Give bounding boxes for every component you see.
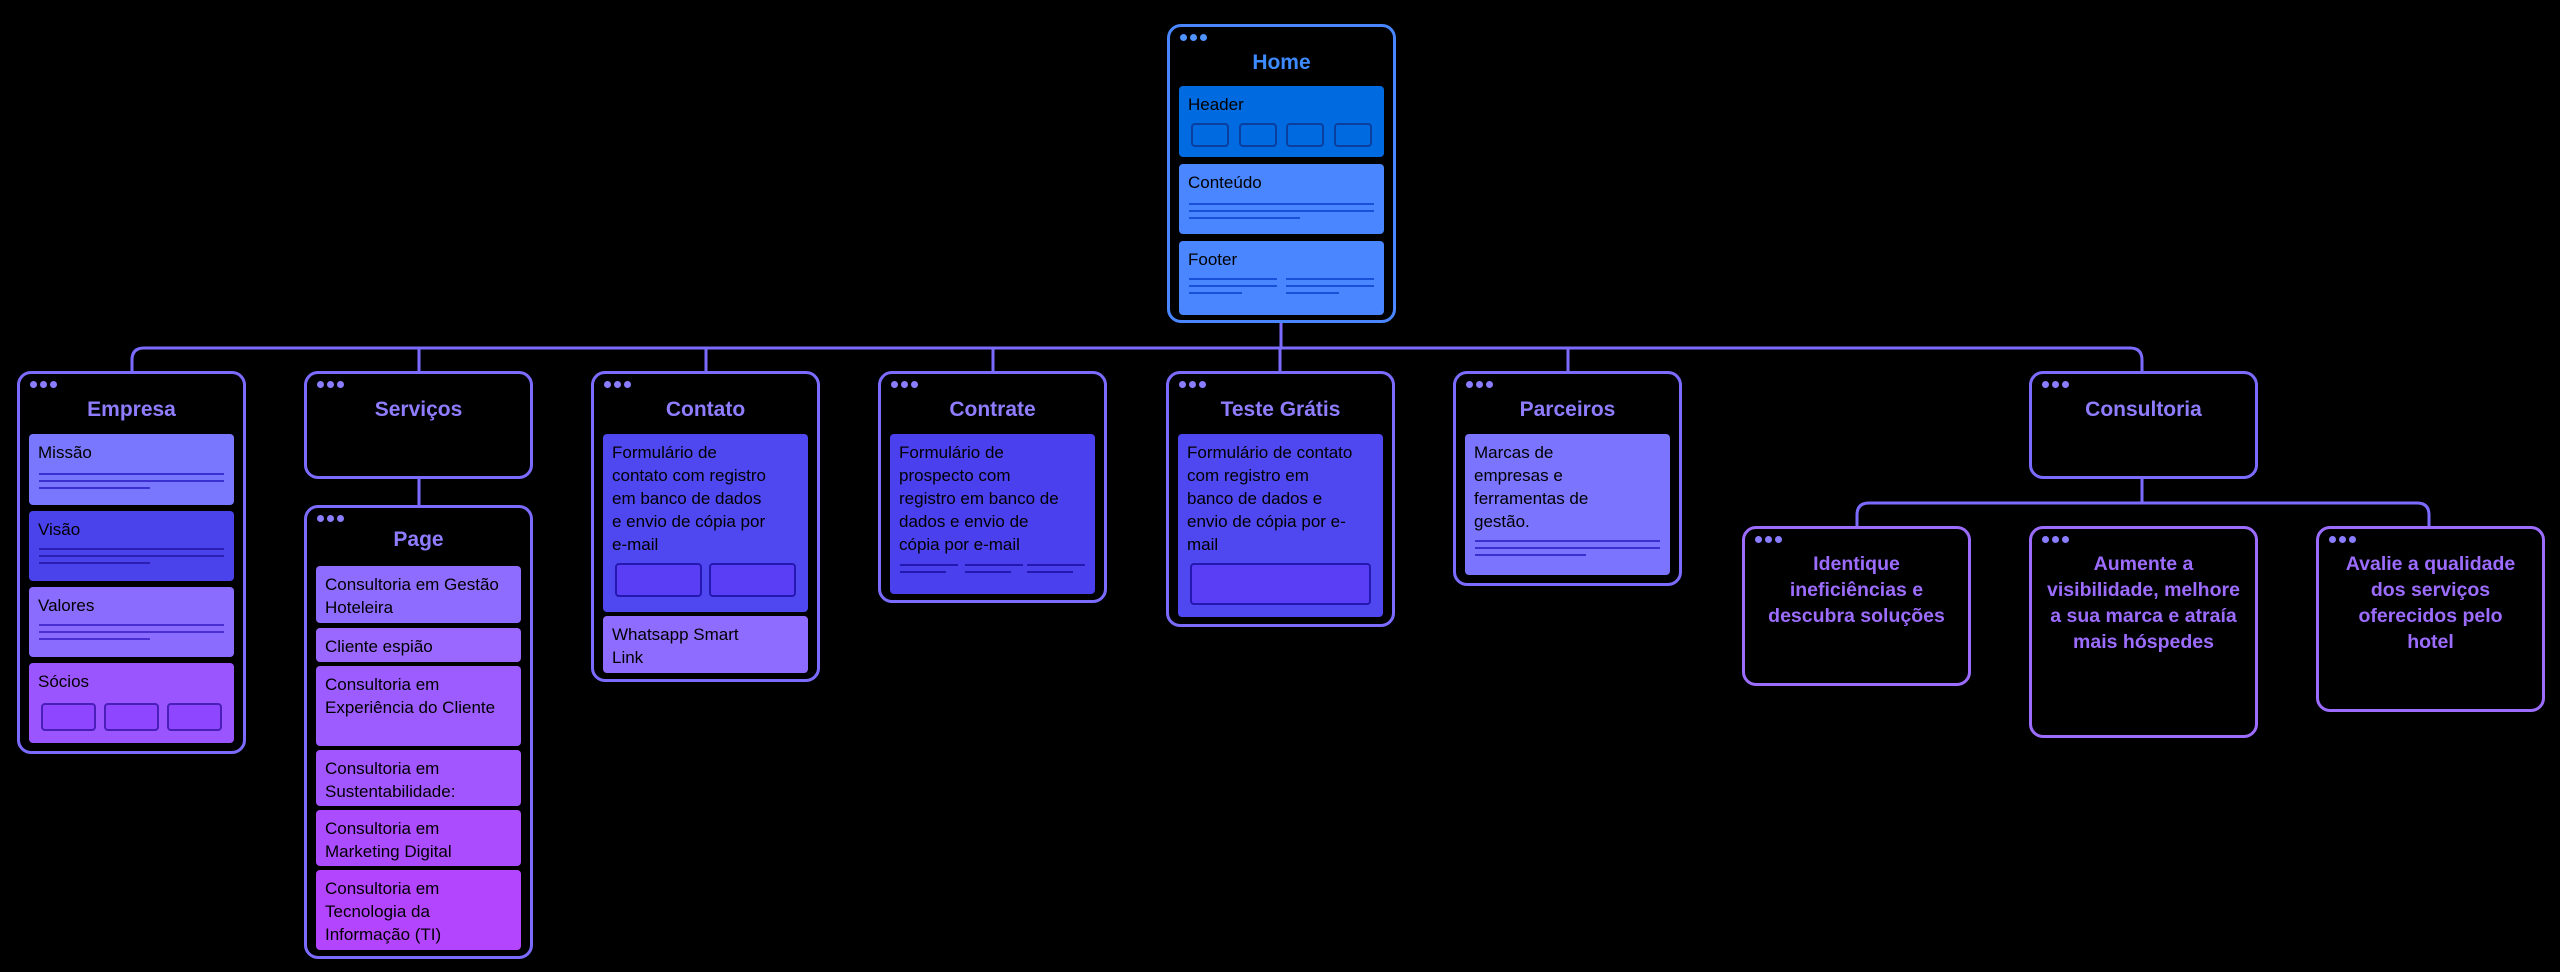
home-footer-section: Footer bbox=[1179, 241, 1384, 315]
page-title: Page bbox=[393, 528, 444, 551]
contato-title: Contato bbox=[665, 398, 746, 421]
teste-gratis-title: Teste Grátis bbox=[1220, 398, 1341, 421]
window-dots-icon bbox=[604, 381, 631, 388]
form-button-placeholder bbox=[1190, 563, 1371, 605]
text-placeholder-lines bbox=[900, 564, 958, 578]
parceiros-section: Marcas de empresas e ferramentas de gest… bbox=[1465, 434, 1670, 575]
servicos-card: Serviços bbox=[304, 371, 533, 479]
servicos-title: Serviços bbox=[374, 398, 463, 421]
home-content-label: Conteúdo bbox=[1188, 173, 1262, 192]
contrate-card: Contrate Formulário de prospecto com reg… bbox=[878, 371, 1107, 603]
parceiros-title: Parceiros bbox=[1519, 398, 1616, 421]
text-placeholder-lines bbox=[1189, 203, 1374, 224]
socios-label: Sócios bbox=[38, 672, 90, 691]
window-dots-icon bbox=[2042, 536, 2069, 543]
home-footer-label: Footer bbox=[1188, 250, 1238, 269]
home-header-section: Header bbox=[1179, 86, 1384, 157]
empresa-card: Empresa Missão Visão Valores Sócios bbox=[17, 371, 246, 754]
visao-section: Visão bbox=[29, 511, 234, 581]
text-placeholder-lines bbox=[1027, 564, 1085, 578]
contrate-title: Contrate bbox=[949, 398, 1036, 421]
valores-section: Valores bbox=[29, 587, 234, 657]
consultoria-leaf-text: Identique ineficiências e descubra soluç… bbox=[1768, 553, 1945, 627]
home-content-section: Conteúdo bbox=[1179, 164, 1384, 234]
parceiros-text: Marcas de empresas e ferramentas de gest… bbox=[1474, 443, 1589, 531]
consultoria-leaf-card: Identique ineficiências e descubra soluç… bbox=[1742, 526, 1971, 686]
teste-gratis-card: Teste Grátis Formulário de contato com r… bbox=[1166, 371, 1395, 627]
empresa-title: Empresa bbox=[87, 398, 176, 421]
page-item: Consultoria em Gestão Hoteleira bbox=[316, 566, 521, 623]
contrate-form-section: Formulário de prospecto com registro em … bbox=[890, 434, 1095, 594]
consultoria-leaf-text: Avalie a qualidade dos serviços oferecid… bbox=[2345, 553, 2516, 653]
window-dots-icon bbox=[1755, 536, 1782, 543]
partner-placeholder-boxes bbox=[41, 703, 222, 731]
window-dots-icon bbox=[891, 381, 918, 388]
consultoria-leaf-text: Aumente a visibilidade, melhore a sua ma… bbox=[2047, 553, 2240, 653]
window-dots-icon bbox=[30, 381, 57, 388]
consultoria-card: Consultoria bbox=[2029, 371, 2258, 479]
footer-lines-right bbox=[1286, 278, 1374, 299]
consultoria-leaf-card: Avalie a qualidade dos serviços oferecid… bbox=[2316, 526, 2545, 712]
whatsapp-section: Whatsapp Smart Link bbox=[603, 616, 808, 673]
page-card: Page Consultoria em Gestão Hoteleira Cli… bbox=[304, 505, 533, 959]
window-dots-icon bbox=[1180, 34, 1207, 41]
text-placeholder-lines bbox=[39, 624, 224, 645]
text-placeholder-lines bbox=[1475, 540, 1660, 561]
page-item: Cliente espião bbox=[316, 628, 521, 662]
window-dots-icon bbox=[317, 515, 344, 522]
window-dots-icon bbox=[317, 381, 344, 388]
contato-form-section: Formulário de contato com registro em ba… bbox=[603, 434, 808, 612]
teste-form-text: Formulário de contato com registro em ba… bbox=[1187, 443, 1353, 554]
page-item: Consultoria em Tecnologia da Informação … bbox=[316, 870, 521, 950]
contato-form-text: Formulário de contato com registro em ba… bbox=[612, 443, 767, 554]
window-dots-icon bbox=[2329, 536, 2356, 543]
missao-label: Missão bbox=[38, 443, 92, 462]
window-dots-icon bbox=[1179, 381, 1206, 388]
text-placeholder-lines bbox=[39, 473, 224, 494]
window-dots-icon bbox=[2042, 381, 2069, 388]
nav-placeholder-boxes bbox=[1191, 123, 1372, 147]
text-placeholder-lines bbox=[965, 564, 1023, 578]
visao-label: Visão bbox=[38, 520, 81, 539]
home-header-label: Header bbox=[1188, 95, 1244, 114]
socios-section: Sócios bbox=[29, 663, 234, 743]
consultoria-leaf-card: Aumente a visibilidade, melhore a sua ma… bbox=[2029, 526, 2258, 738]
teste-form-section: Formulário de contato com registro em ba… bbox=[1178, 434, 1383, 617]
contrate-form-text: Formulário de prospecto com registro em … bbox=[899, 443, 1059, 554]
home-title: Home bbox=[1252, 51, 1311, 74]
window-dots-icon bbox=[1466, 381, 1493, 388]
text-placeholder-lines bbox=[39, 548, 224, 569]
contato-card: Contato Formulário de contato com regist… bbox=[591, 371, 820, 682]
consultoria-title: Consultoria bbox=[2085, 398, 2202, 421]
home-card: Home Header Conteúdo Footer bbox=[1167, 24, 1396, 323]
form-button-placeholders bbox=[615, 563, 796, 597]
missao-section: Missão bbox=[29, 434, 234, 505]
parceiros-card: Parceiros Marcas de empresas e ferrament… bbox=[1453, 371, 1682, 586]
footer-lines-left bbox=[1189, 278, 1277, 299]
page-item: Consultoria em Sustentabilidade: bbox=[316, 750, 521, 806]
page-item: Consultoria em Experiência do Cliente bbox=[316, 666, 521, 746]
page-item: Consultoria em Marketing Digital bbox=[316, 810, 521, 866]
valores-label: Valores bbox=[38, 596, 95, 615]
whatsapp-text: Whatsapp Smart Link bbox=[612, 625, 739, 667]
